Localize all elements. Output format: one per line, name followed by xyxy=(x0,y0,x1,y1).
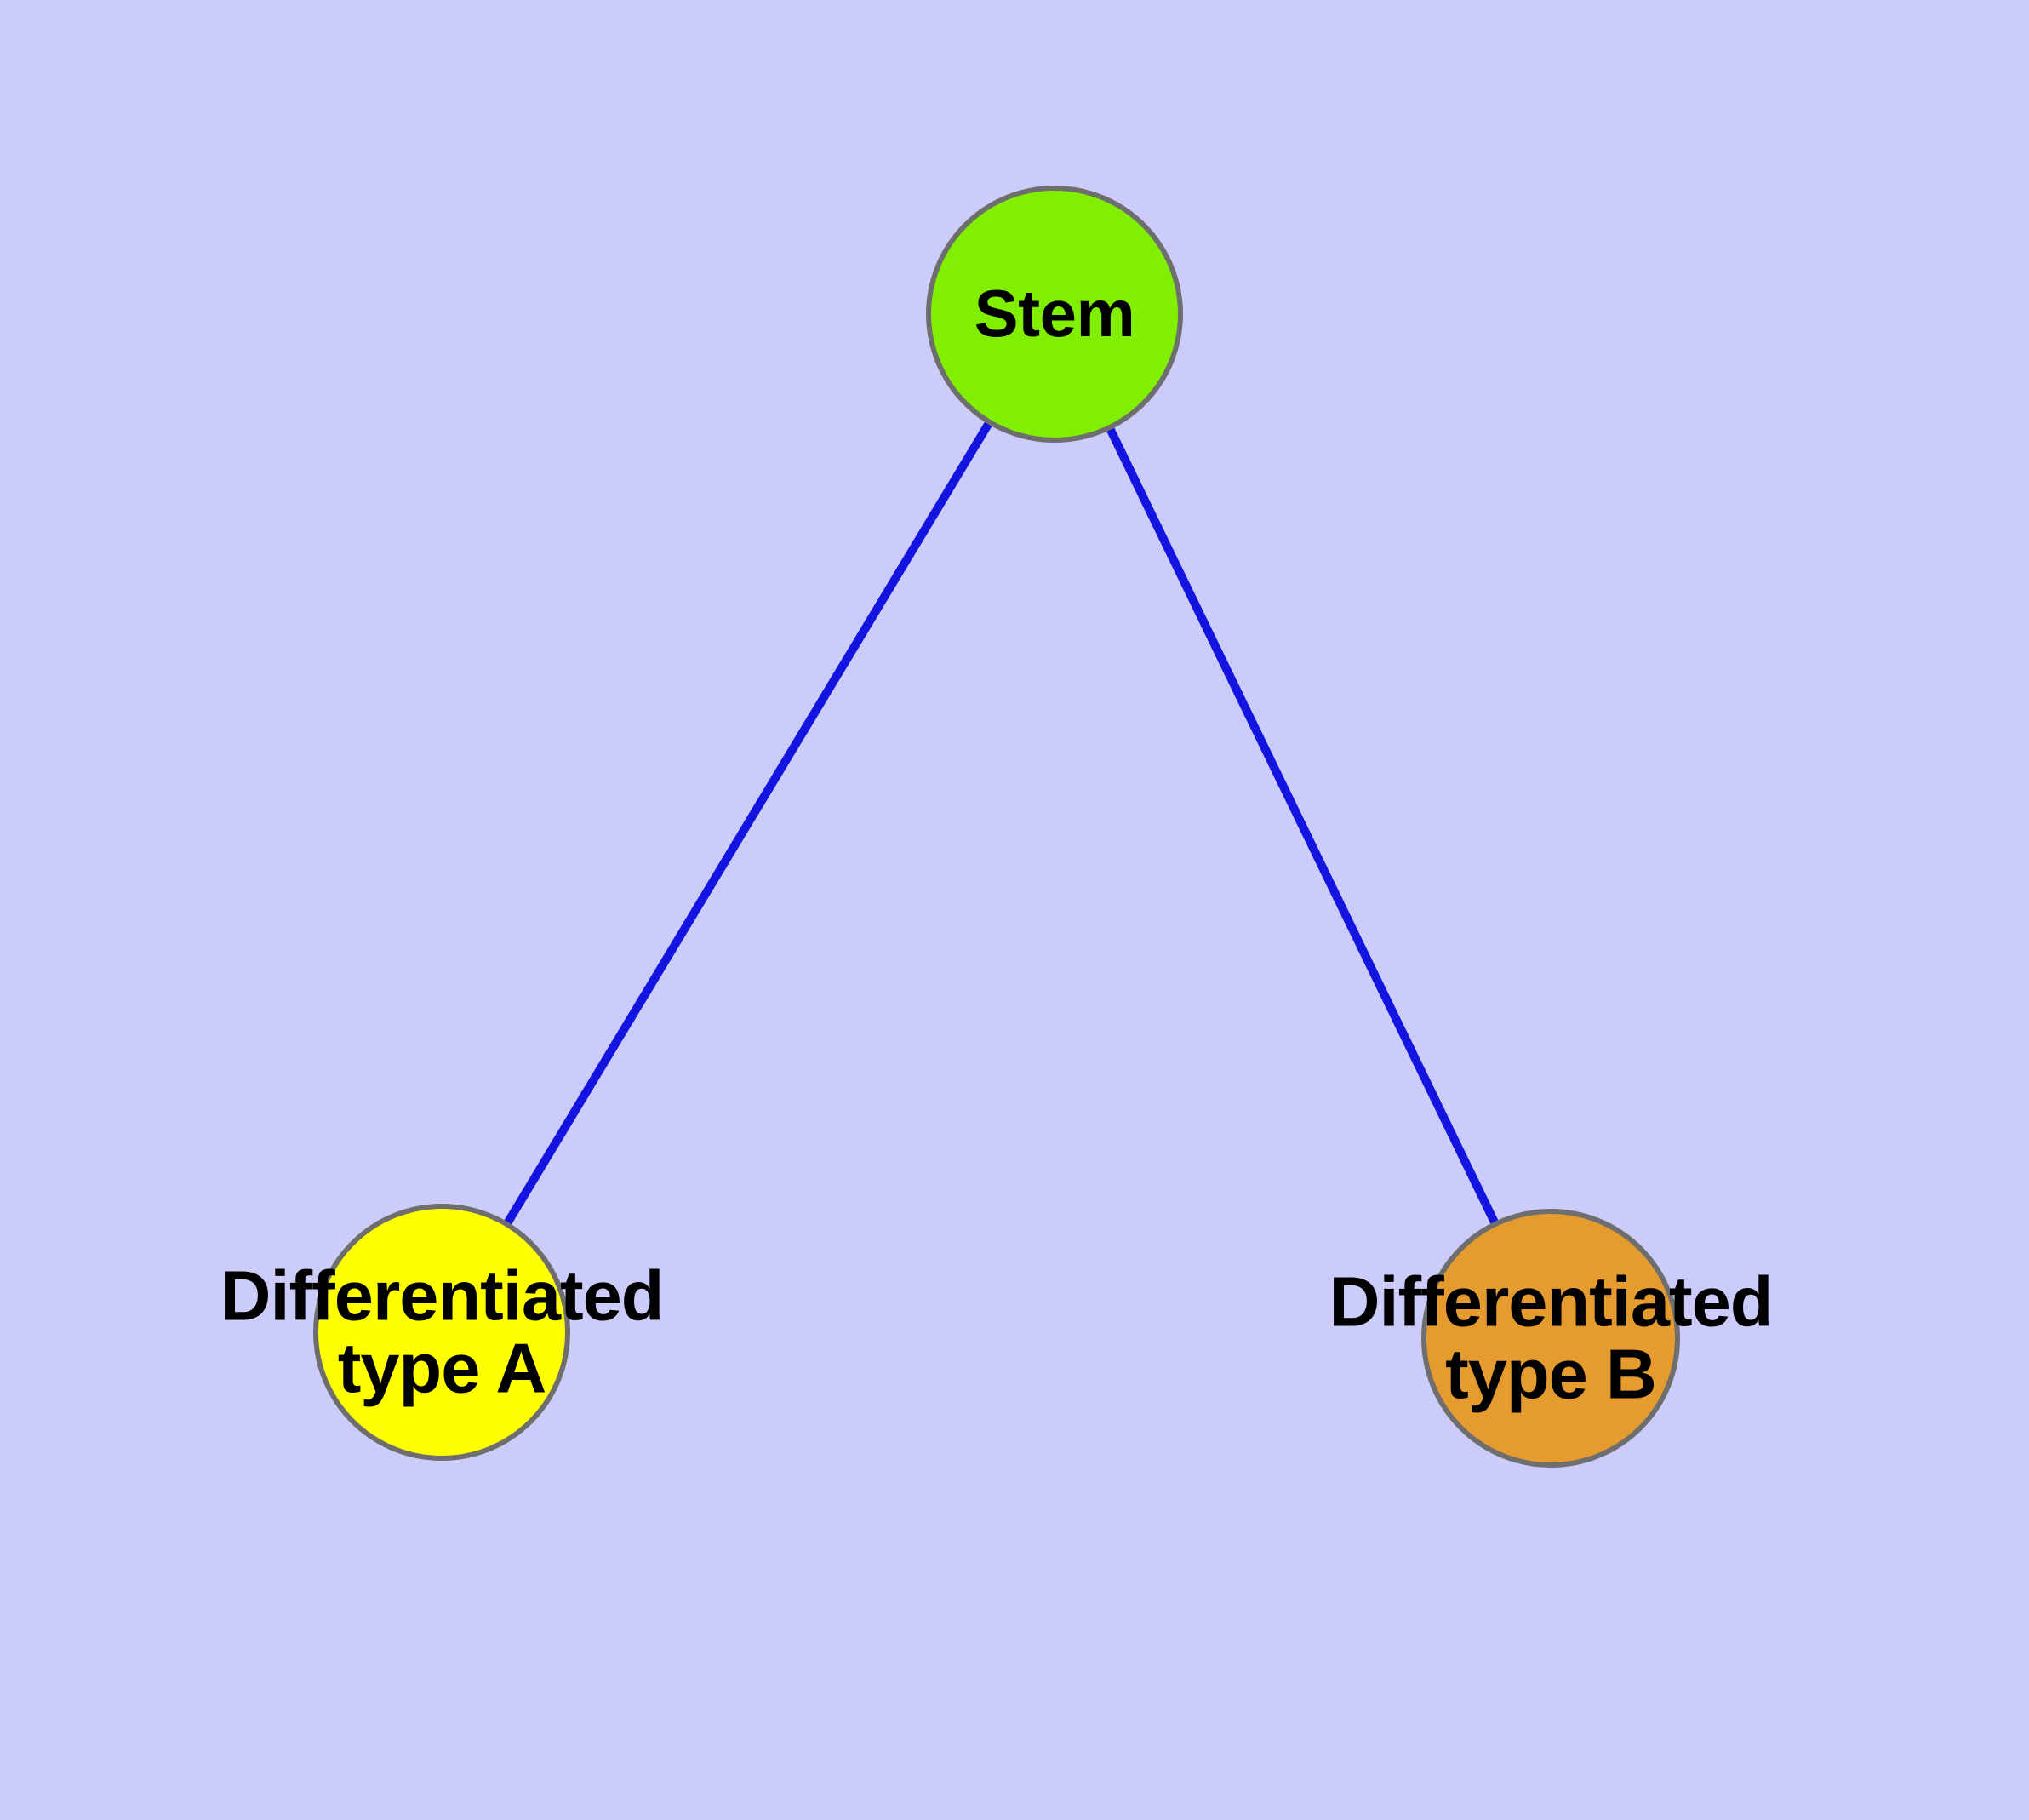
graph-edge[interactable] xyxy=(1050,312,1555,1341)
graph-node-diff-a[interactable] xyxy=(313,1204,570,1461)
graph-node-stem[interactable] xyxy=(926,186,1183,443)
nodes-layer xyxy=(313,186,1680,1468)
edges-layer xyxy=(437,312,1555,1341)
graph-edge[interactable] xyxy=(437,312,1059,1335)
graph-node-diff-b[interactable] xyxy=(1421,1209,1680,1468)
